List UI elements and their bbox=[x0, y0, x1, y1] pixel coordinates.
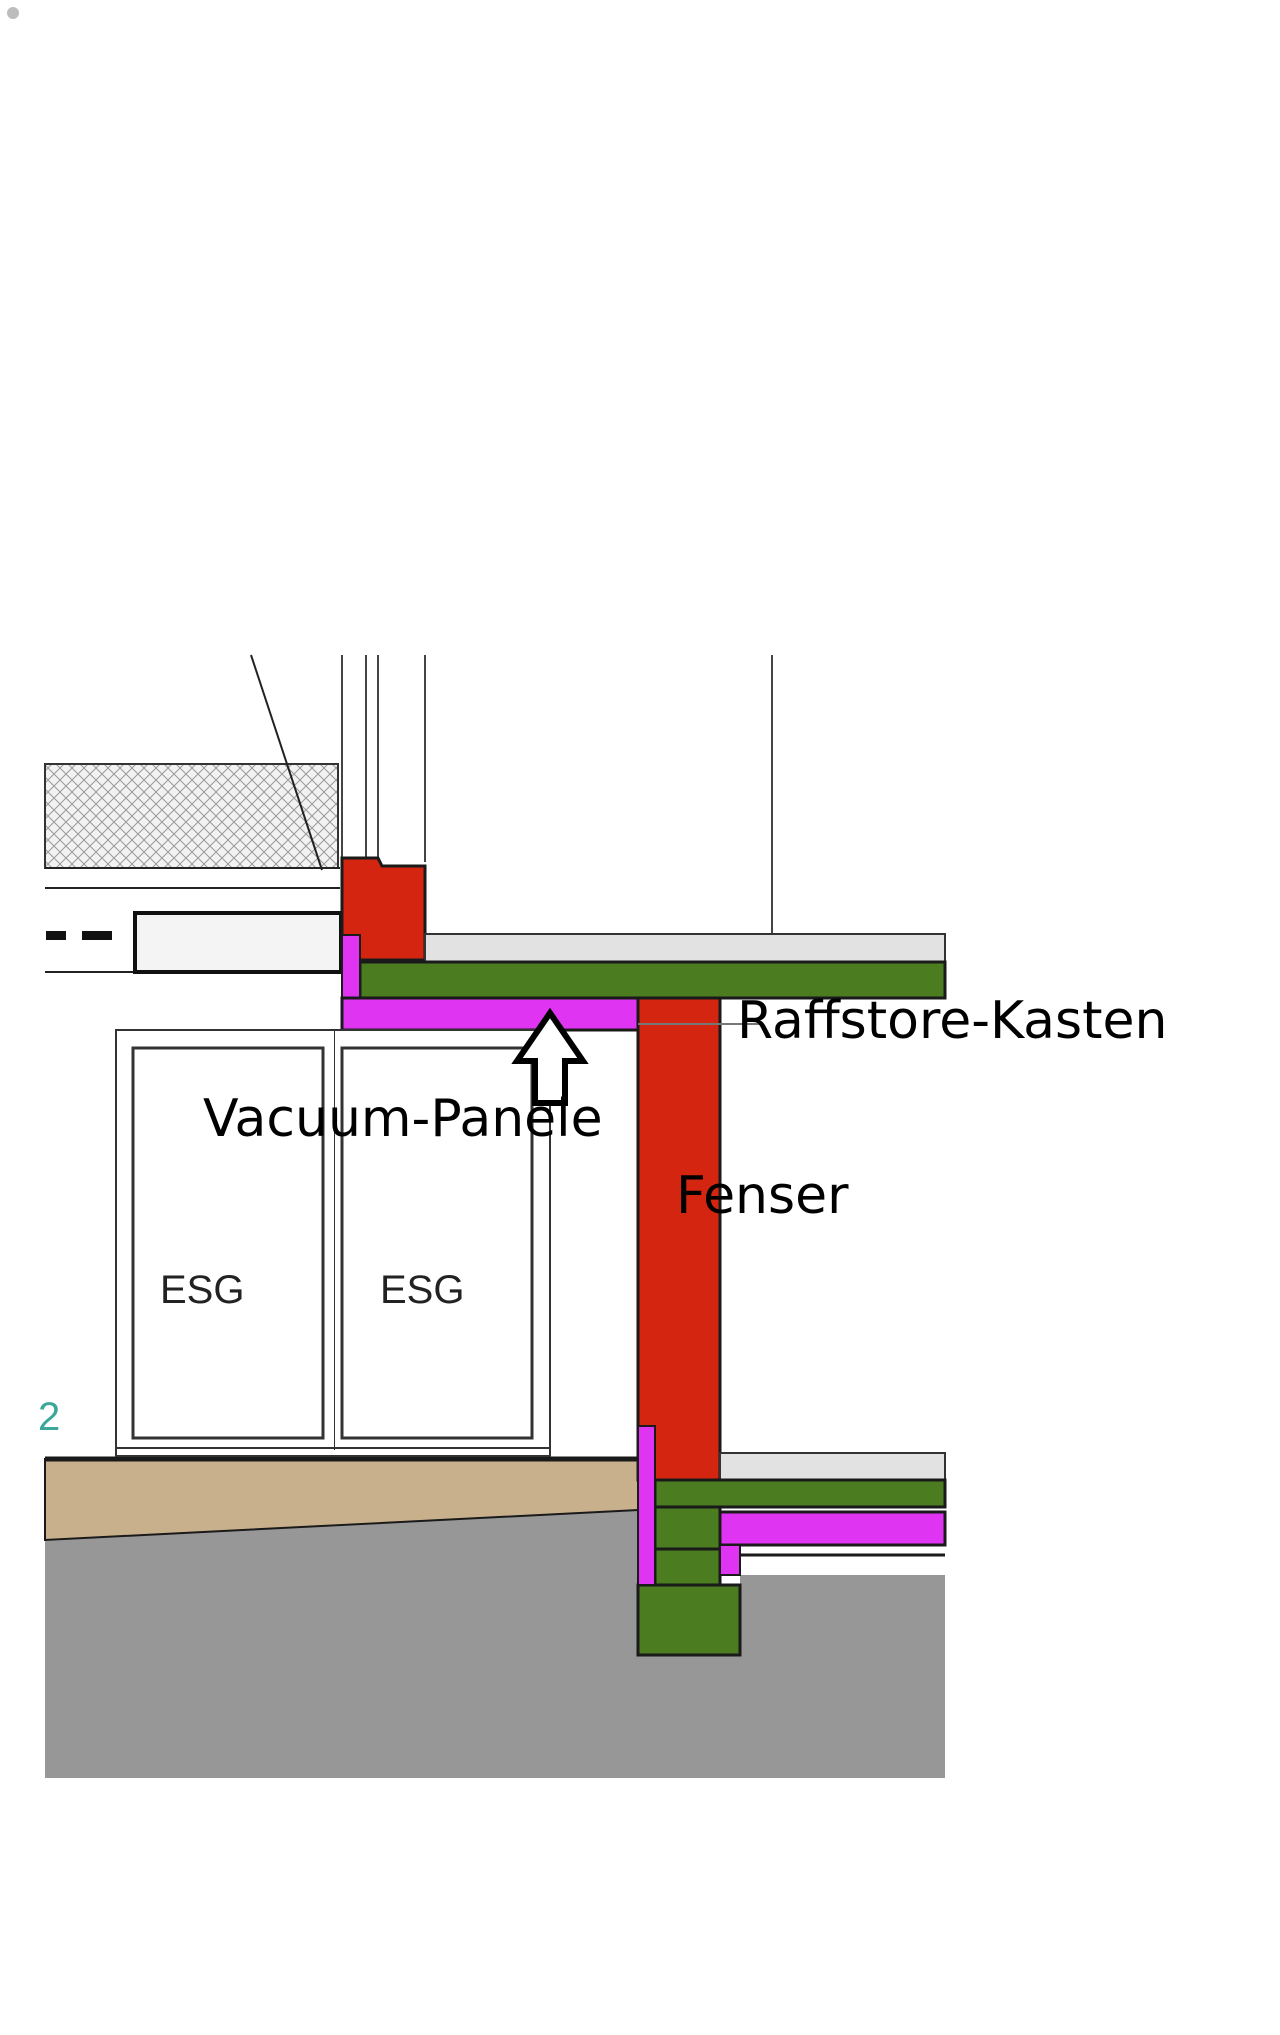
label-fenster: Fenser bbox=[676, 1166, 849, 1226]
edge-mark: 2 bbox=[38, 1395, 60, 1439]
label-raffstore-kasten: Raffstore-Kasten bbox=[737, 991, 1167, 1051]
ground-fill bbox=[45, 1510, 945, 1778]
up-arrow-outline-icon bbox=[511, 1007, 589, 1106]
label-esg-left: ESG bbox=[160, 1268, 244, 1312]
vacuum-panel-horizontal bbox=[340, 996, 640, 1032]
lower-green-beam bbox=[653, 1478, 947, 1509]
foundation-green-block bbox=[636, 1583, 742, 1657]
upper-floor-finish bbox=[424, 933, 946, 965]
window-frame-vertical bbox=[636, 996, 722, 1482]
hatched-insulation bbox=[44, 763, 339, 869]
label-esg-right: ESG bbox=[380, 1268, 464, 1312]
corner-dot-icon bbox=[7, 7, 19, 19]
lower-floor-finish bbox=[719, 1452, 946, 1481]
lintel-block bbox=[133, 911, 343, 974]
vacuum-panel-lower-vertical bbox=[637, 1425, 656, 1586]
label-vacuum-panele: Vacuum-Panele bbox=[203, 1089, 603, 1149]
vacuum-panel-lower-horizontal bbox=[718, 1510, 947, 1547]
